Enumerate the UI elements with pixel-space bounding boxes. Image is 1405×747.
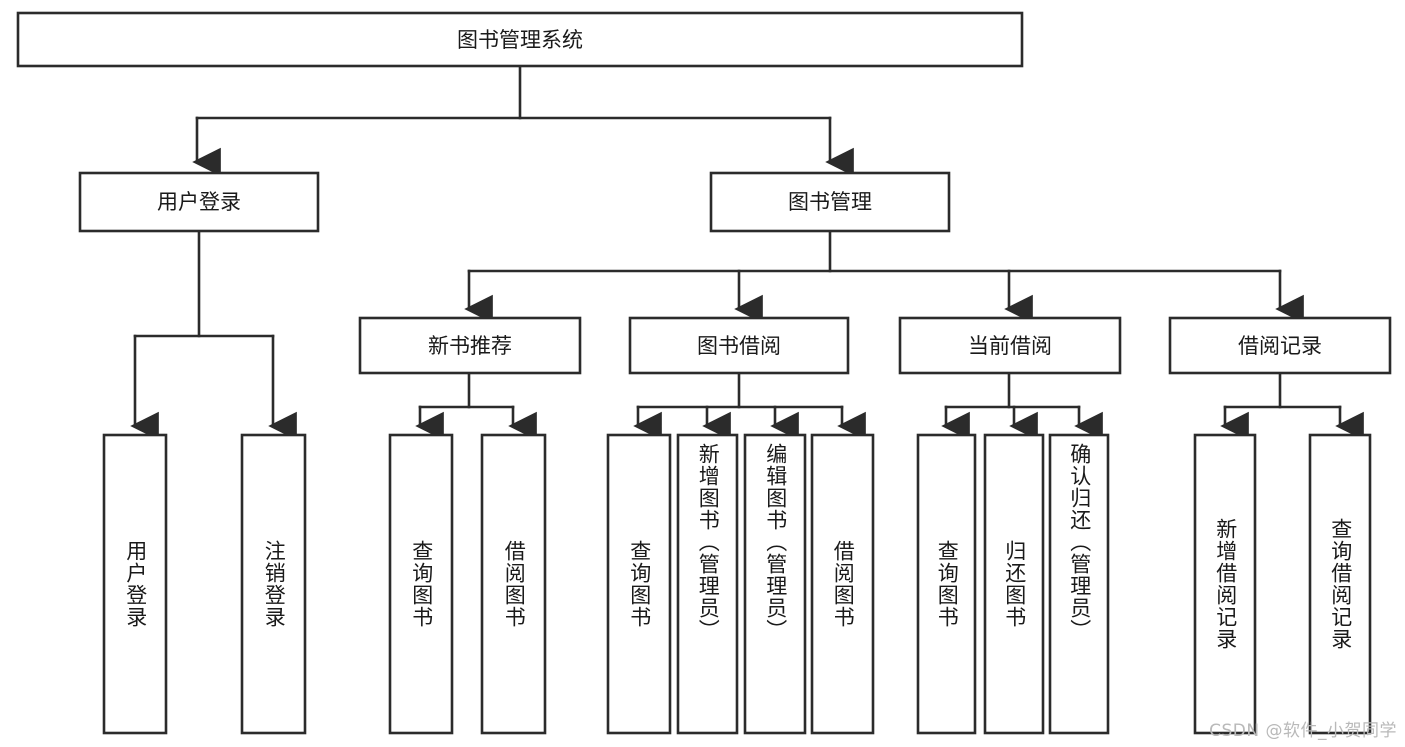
node-book-borrow-label: 图书借阅 <box>697 334 781 358</box>
leaf-query-record-box[interactable] <box>1308 433 1372 735</box>
connector-group <box>130 64 1364 441</box>
leaf-logout-box[interactable] <box>240 433 307 735</box>
node-book-manage[interactable]: 图书管理 <box>709 171 951 233</box>
leaf-borrow-book-2-box[interactable] <box>810 433 875 735</box>
leaf-query-book-3-box[interactable] <box>916 433 977 735</box>
leaf-user-login-box[interactable] <box>102 433 168 735</box>
node-user-login-label: 用户登录 <box>157 190 241 214</box>
leaf-add-record-box[interactable] <box>1193 433 1257 735</box>
node-current-borrow-box[interactable] <box>898 316 1122 375</box>
leaf-boxes <box>102 433 1372 735</box>
node-new-book-recommend[interactable]: 新书推荐 <box>358 316 582 375</box>
node-root[interactable]: 图书管理系统 <box>16 11 1024 68</box>
leaf-borrow-book-1-box[interactable] <box>480 433 547 735</box>
leaf-confirm-return-box[interactable] <box>1048 433 1110 735</box>
node-current-borrow-label: 当前借阅 <box>968 334 1052 358</box>
node-user-login-box[interactable] <box>78 171 320 233</box>
leaf-edit-book-box[interactable] <box>743 433 807 735</box>
node-new-book-recommend-label: 新书推荐 <box>428 334 512 358</box>
node-borrow-record-label: 借阅记录 <box>1238 334 1322 358</box>
node-borrow-record-box[interactable] <box>1168 316 1392 375</box>
node-root-box[interactable] <box>16 11 1024 68</box>
node-book-manage-label: 图书管理 <box>788 190 872 214</box>
node-new-book-recommend-box[interactable] <box>358 316 582 375</box>
node-book-manage-box[interactable] <box>709 171 951 233</box>
leaf-return-book-box[interactable] <box>983 433 1045 735</box>
node-book-borrow-box[interactable] <box>628 316 850 375</box>
node-current-borrow[interactable]: 当前借阅 <box>898 316 1122 375</box>
node-borrow-record[interactable]: 借阅记录 <box>1168 316 1392 375</box>
node-book-borrow[interactable]: 图书借阅 <box>628 316 850 375</box>
leaf-query-book-1-box[interactable] <box>388 433 454 735</box>
leaf-query-book-2-box[interactable] <box>606 433 672 735</box>
node-user-login[interactable]: 用户登录 <box>78 171 320 233</box>
node-root-label: 图书管理系统 <box>457 28 583 52</box>
leaf-add-book-box[interactable] <box>676 433 739 735</box>
watermark: CSDN @软件_小贺同学 <box>1209 721 1397 741</box>
